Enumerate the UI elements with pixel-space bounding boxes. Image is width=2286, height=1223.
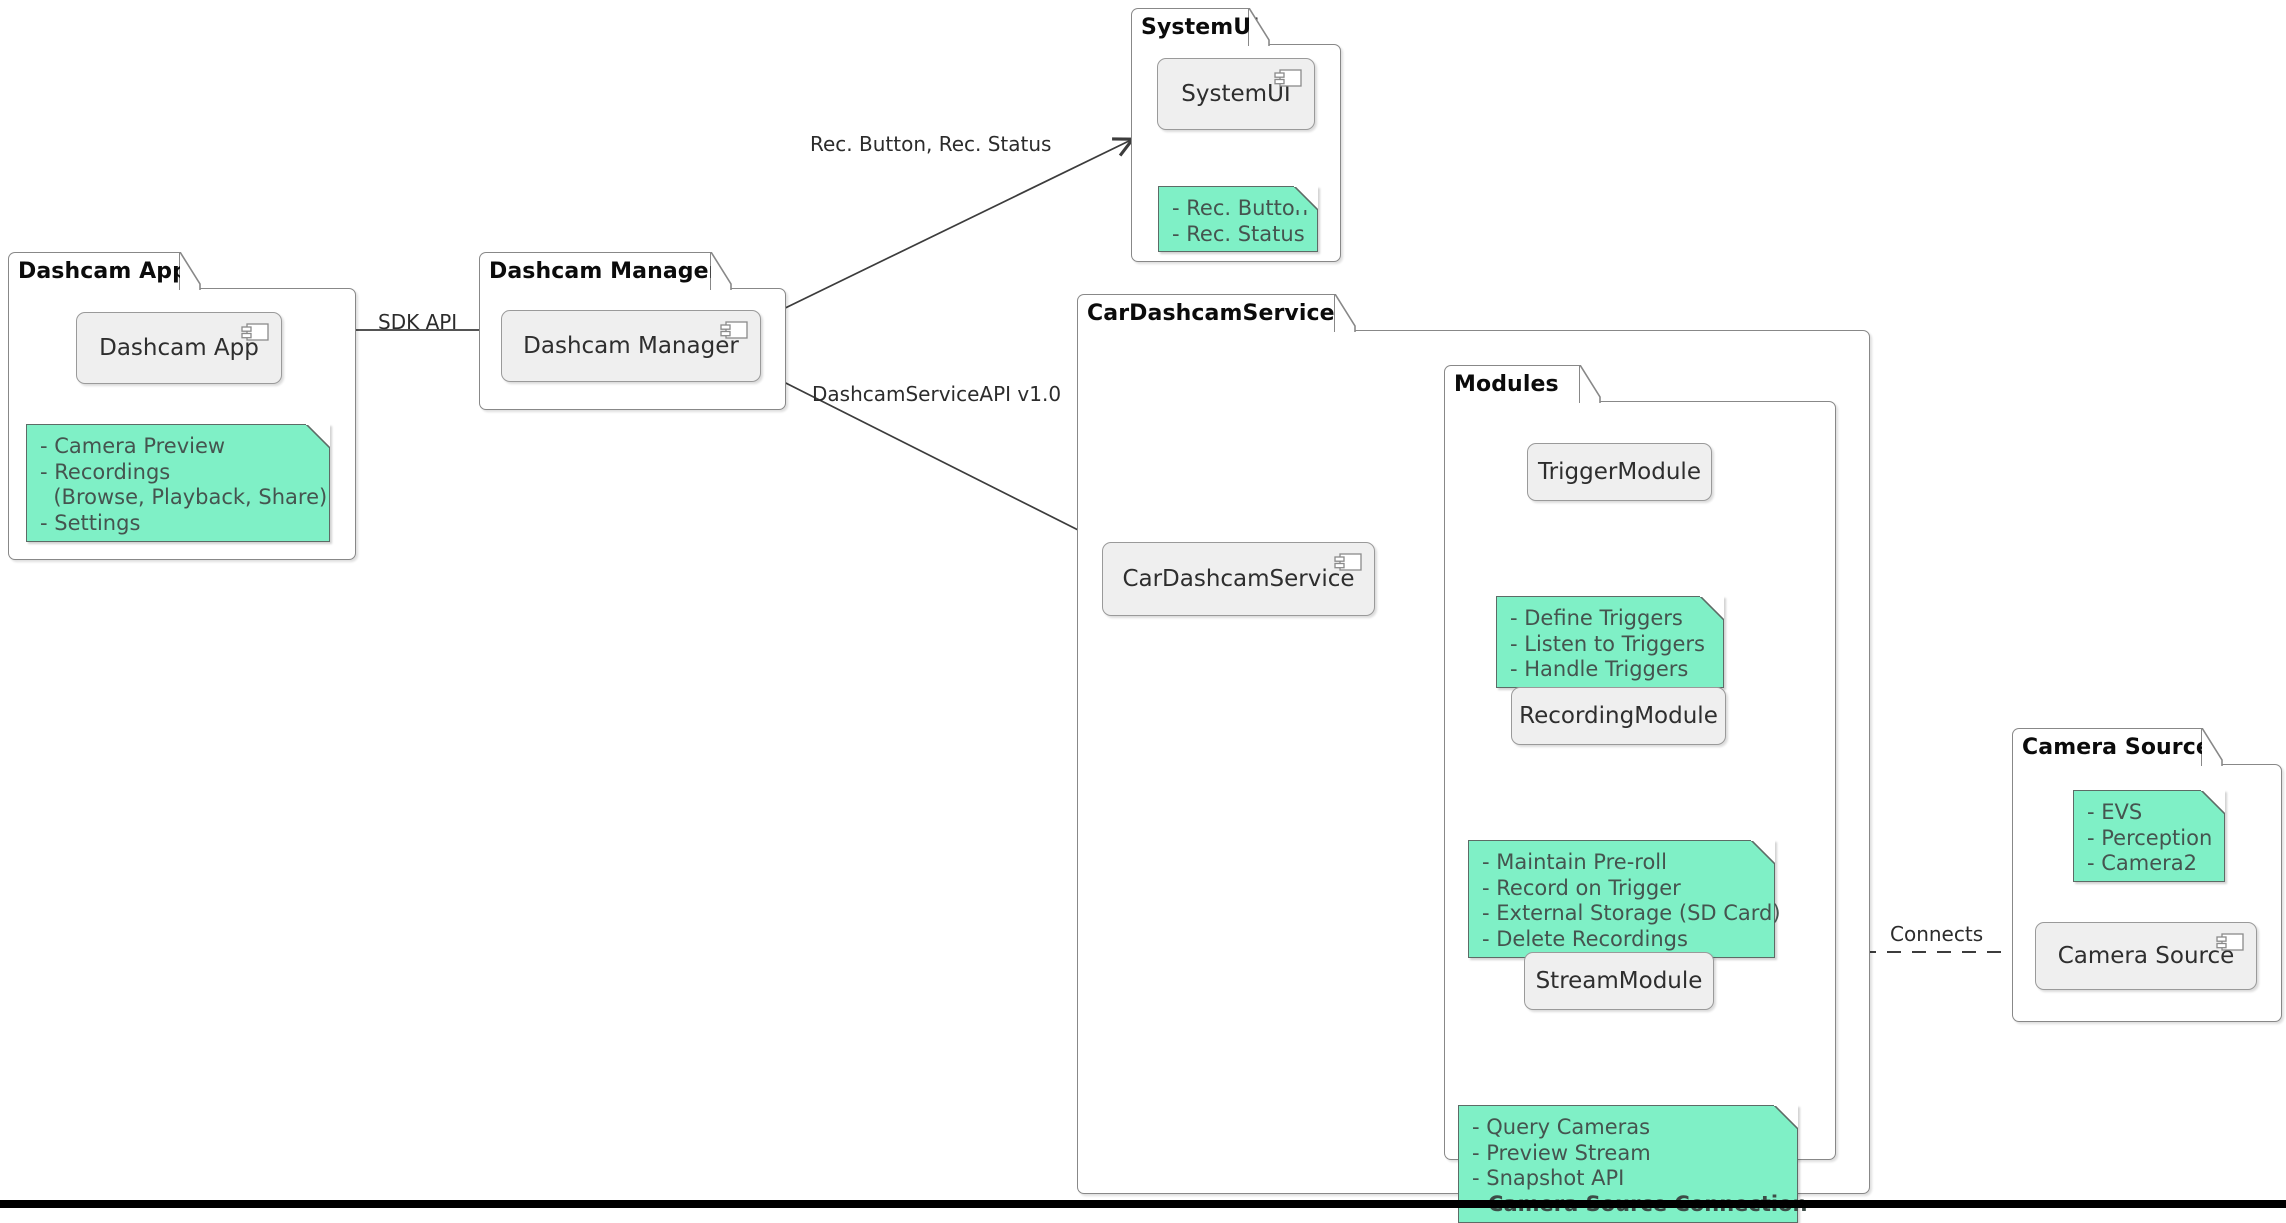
note-line: - Settings bbox=[40, 510, 141, 535]
package-fold-modules bbox=[1580, 365, 1601, 403]
package-title-systemui: SystemUI bbox=[1141, 15, 1260, 40]
note-line: - Preview Stream bbox=[1472, 1140, 1651, 1165]
package-title-dashcam-manager: Dashcam Manager bbox=[489, 259, 720, 284]
uml-component-icon bbox=[241, 323, 269, 341]
package-body-modules bbox=[1444, 401, 1836, 1160]
note-line: - Query Cameras bbox=[1472, 1115, 1651, 1139]
note-line: - Recordings bbox=[40, 459, 171, 484]
note-line: - Delete Recordings bbox=[1482, 926, 1688, 951]
package-title-cardashcamservice: CarDashcamService bbox=[1087, 301, 1335, 326]
edge-rec-status-line bbox=[739, 140, 1131, 331]
component-dashcam-manager[interactable]: Dashcam Manager bbox=[501, 310, 761, 382]
note-trigger-module: - Define Triggers - Listen to Triggers -… bbox=[1496, 596, 1724, 688]
note-line: - Camera2 bbox=[2087, 851, 2198, 875]
note-line: - Maintain Pre-roll bbox=[1482, 850, 1667, 874]
note-line: - Record on Trigger bbox=[1482, 875, 1681, 900]
package-tab-modules: Modules bbox=[1444, 365, 1580, 403]
note-dogear-icon bbox=[1751, 840, 1775, 864]
component-label-cardashcamservice: CarDashcamService bbox=[1122, 566, 1355, 592]
component-label-stream-module: StreamModule bbox=[1535, 968, 1703, 994]
edge-service-api-line bbox=[739, 359, 1098, 540]
package-title-modules: Modules bbox=[1454, 372, 1559, 397]
component-dashcam-app[interactable]: Dashcam App bbox=[76, 312, 282, 384]
note-line: - Listen to Triggers bbox=[1510, 631, 1705, 656]
component-recording-module[interactable]: RecordingModule bbox=[1511, 687, 1726, 745]
package-fold-systemui bbox=[1249, 8, 1270, 46]
note-dogear-icon bbox=[1700, 596, 1724, 620]
component-label-camera-source: Camera Source bbox=[2057, 943, 2235, 969]
package-fold-camera-source bbox=[2202, 728, 2223, 766]
package-fold-dashcam-manager bbox=[711, 252, 732, 290]
package-fold-cardashcamservice bbox=[1335, 294, 1356, 332]
package-dashcam-manager: Dashcam Manager Dashcam Manager bbox=[479, 252, 786, 410]
package-tab-dashcam-manager: Dashcam Manager bbox=[479, 252, 720, 290]
component-label-trigger-module: TriggerModule bbox=[1538, 459, 1701, 485]
uml-component-icon bbox=[1274, 69, 1302, 87]
package-cardashcamservice: CarDashcamService CarDashcamService Modu… bbox=[1077, 294, 1870, 1223]
note-line: (Browse, Playback, Share) bbox=[40, 485, 328, 509]
note-line: - External Storage (SD Card) bbox=[1482, 901, 1781, 925]
edge-label-connects: Connects bbox=[1890, 922, 1984, 946]
package-modules: Modules TriggerModule - Define Triggers bbox=[1444, 365, 1836, 1223]
package-tab-dashcam-app: Dashcam App bbox=[8, 252, 188, 290]
uml-component-icon bbox=[2216, 933, 2244, 951]
note-systemui: - Rec. Button - Rec. Status bbox=[1158, 186, 1318, 252]
package-systemui: SystemUI SystemUI - Rec. Button - Rec. S bbox=[1131, 8, 1341, 262]
note-dogear-icon bbox=[1294, 186, 1318, 210]
bottom-bar bbox=[0, 1200, 2286, 1208]
package-tab-systemui: SystemUI bbox=[1131, 8, 1259, 46]
uml-component-icon bbox=[1334, 553, 1362, 571]
note-line: - Perception bbox=[2087, 825, 2213, 850]
note-line: - Define Triggers bbox=[1510, 606, 1683, 630]
component-trigger-module[interactable]: TriggerModule bbox=[1527, 443, 1712, 501]
package-title-dashcam-app: Dashcam App bbox=[18, 259, 188, 284]
note-recording-module: - Maintain Pre-roll - Record on Trigger … bbox=[1468, 840, 1781, 958]
component-label-dashcam-app: Dashcam App bbox=[99, 335, 259, 361]
note-line: - Rec. Button bbox=[1172, 196, 1309, 220]
package-camera-source: Camera Source - EVS - Perception - Camer… bbox=[2012, 728, 2282, 1022]
component-label-systemui: SystemUI bbox=[1181, 81, 1291, 107]
package-dashcam-app: Dashcam App Dashcam App - Camera Preview bbox=[8, 252, 356, 560]
component-label-recording-module: RecordingModule bbox=[1519, 703, 1718, 729]
note-line: - Snapshot API bbox=[1472, 1166, 1625, 1190]
edge-label-rec-status: Rec. Button, Rec. Status bbox=[810, 132, 1052, 156]
package-fold-dashcam-app bbox=[180, 252, 201, 290]
package-tab-camera-source: Camera Source bbox=[2012, 728, 2211, 766]
note-line: - Handle Triggers bbox=[1510, 657, 1689, 681]
note-dogear-icon bbox=[2201, 790, 2225, 814]
component-label-dashcam-manager: Dashcam Manager bbox=[523, 333, 739, 359]
uml-component-icon bbox=[720, 321, 748, 339]
note-dogear-icon bbox=[306, 424, 330, 448]
note-line: - EVS bbox=[2087, 800, 2143, 824]
note-line: - Rec. Status bbox=[1172, 221, 1305, 246]
edge-label-sdk-api: SDK API bbox=[378, 310, 458, 334]
note-line: - Camera Preview bbox=[40, 434, 226, 458]
component-cardashcamservice[interactable]: CarDashcamService bbox=[1102, 542, 1375, 616]
note-dashcam-app: - Camera Preview - Recordings (Browse, P… bbox=[26, 424, 330, 542]
package-tab-cardashcamservice: CarDashcamService bbox=[1077, 294, 1335, 332]
component-camera-source[interactable]: Camera Source bbox=[2035, 922, 2257, 990]
package-title-camera-source: Camera Source bbox=[2022, 735, 2211, 760]
component-systemui[interactable]: SystemUI bbox=[1157, 58, 1315, 130]
edge-label-service-api: DashcamServiceAPI v1.0 bbox=[812, 382, 1062, 406]
component-stream-module[interactable]: StreamModule bbox=[1524, 952, 1714, 1010]
note-dogear-icon bbox=[1774, 1105, 1798, 1129]
note-camera-source: - EVS - Perception - Camera2 bbox=[2073, 790, 2225, 882]
